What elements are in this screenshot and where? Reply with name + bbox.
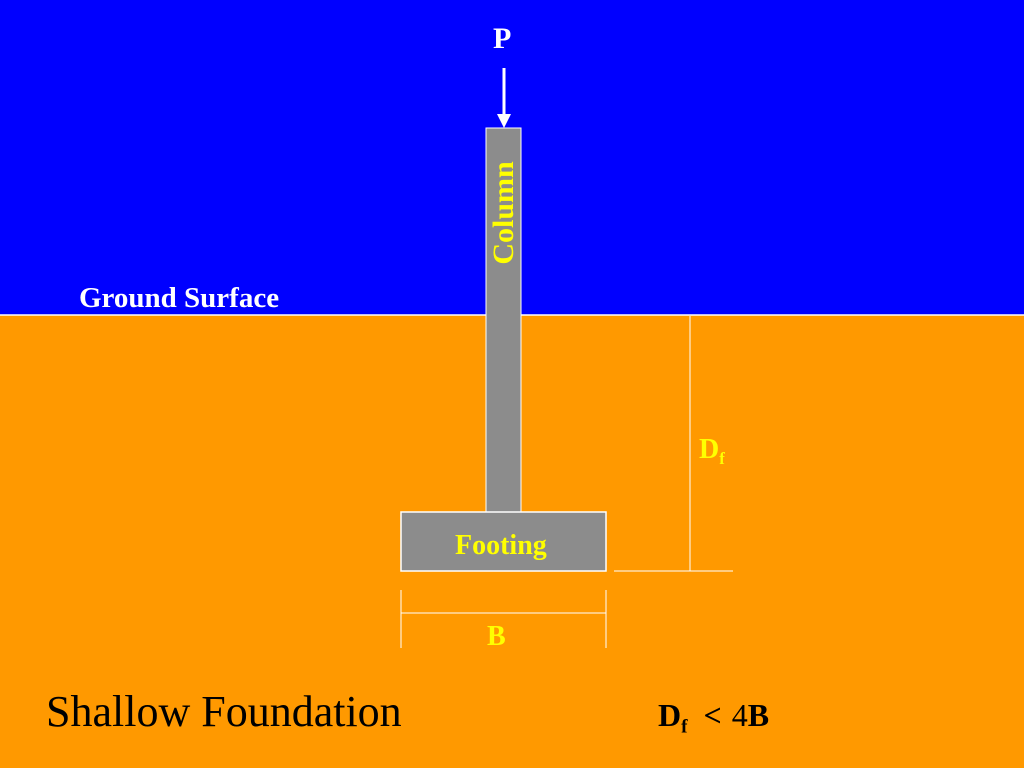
criterion-symbol-subscript: f <box>681 716 688 738</box>
diagram-title: Shallow Foundation <box>46 687 402 736</box>
ground-surface-label: Ground Surface <box>79 282 280 314</box>
criterion-operator: < <box>703 697 722 733</box>
width-label: B <box>487 621 506 652</box>
load-label: P <box>493 22 512 55</box>
criterion-unit: B <box>747 697 770 733</box>
criterion-value: 4 <box>731 697 748 733</box>
load-arrow-head <box>497 114 511 128</box>
depth-label: Df <box>699 434 725 469</box>
depth-label-subscript: f <box>719 448 725 468</box>
depth-label-main: D <box>699 434 720 465</box>
footing-shape <box>400 511 607 572</box>
column-label: Column <box>487 161 520 265</box>
footing-label: Footing <box>455 530 547 561</box>
criterion-symbol: D <box>658 697 682 733</box>
depth-criterion: Df < 4B <box>658 697 769 739</box>
